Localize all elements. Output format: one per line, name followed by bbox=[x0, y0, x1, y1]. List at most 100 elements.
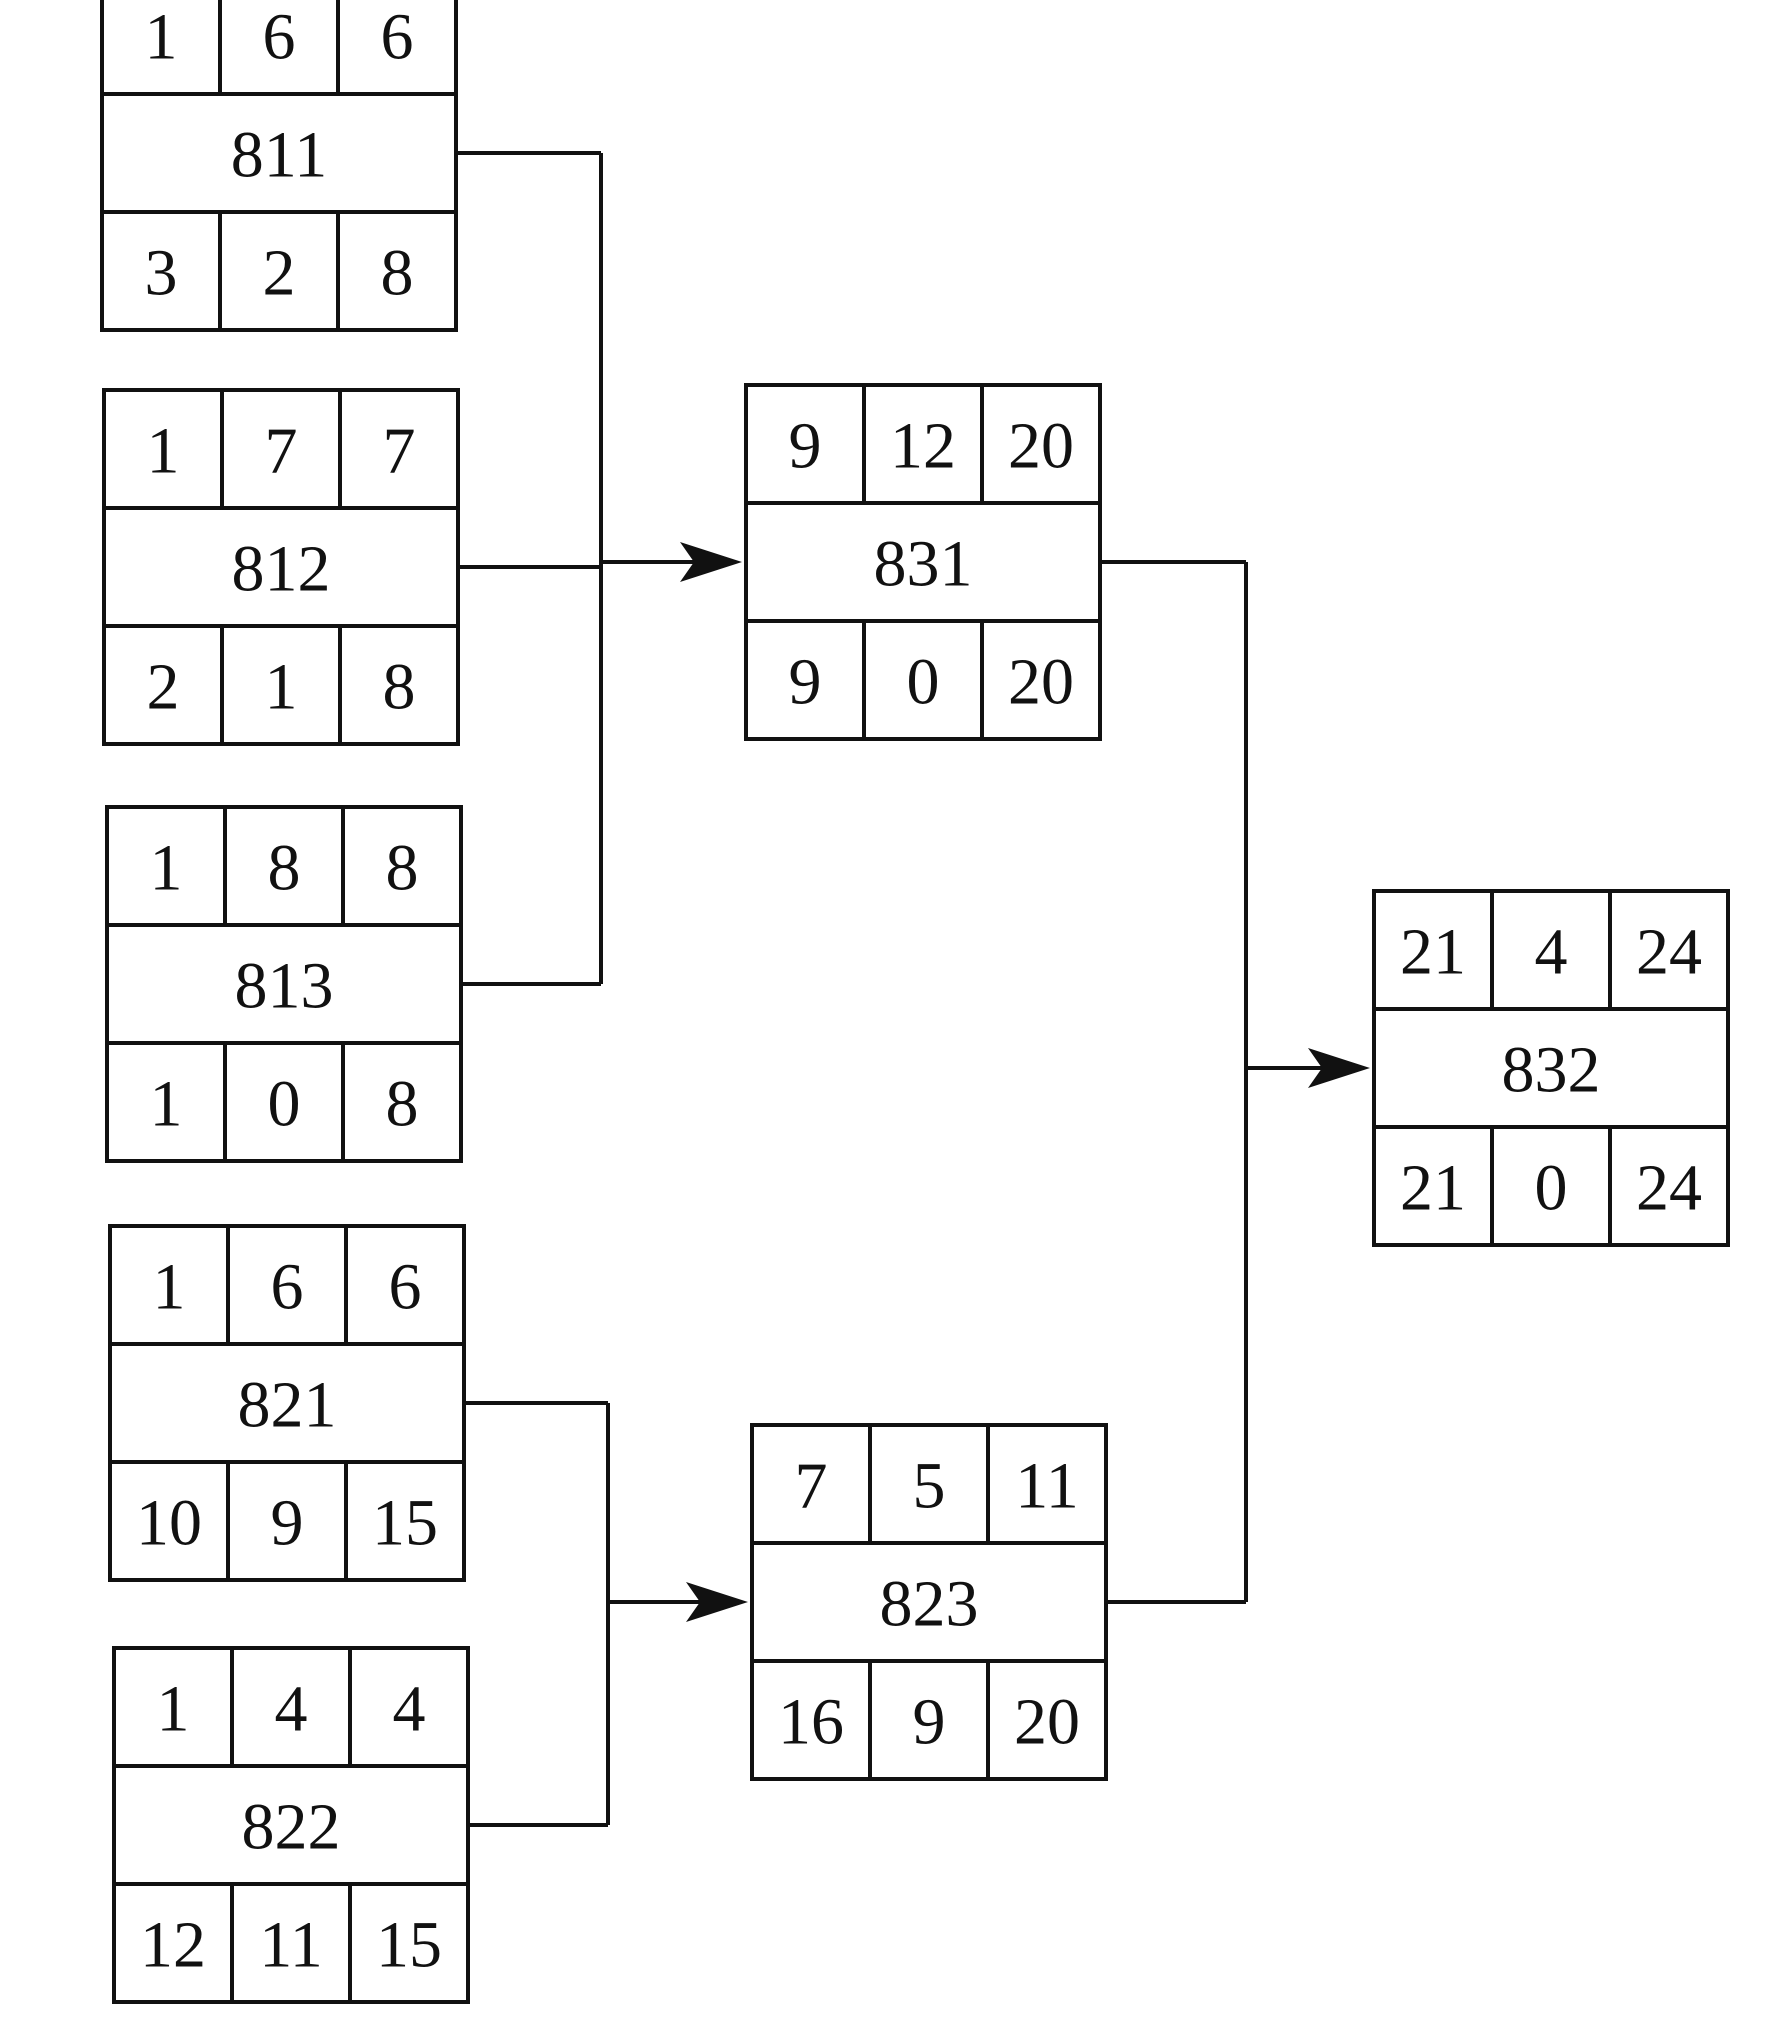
node-811: 1 6 6 811 3 2 8 bbox=[100, 0, 458, 332]
node-813-top-2-box bbox=[341, 805, 463, 927]
node-832-top-0-box bbox=[1372, 889, 1494, 1011]
node-822-label: 822 bbox=[242, 1791, 341, 1864]
node-832-top-1: 4 bbox=[1535, 916, 1568, 989]
node-832-bottom-0-box bbox=[1372, 1125, 1494, 1247]
node-813-bottom-2: 8 bbox=[386, 1068, 419, 1141]
arrowhead-icon bbox=[686, 1582, 748, 1622]
node-831-bottom-1-box bbox=[862, 619, 984, 741]
node-821-label: 821 bbox=[238, 1369, 337, 1442]
node-832-label-box bbox=[1372, 1007, 1730, 1129]
node-821-bottom-1: 9 bbox=[271, 1487, 304, 1560]
node-812-bottom-1: 1 bbox=[265, 651, 298, 724]
node-832-top-2: 24 bbox=[1636, 916, 1702, 989]
node-832-bottom-1-box bbox=[1490, 1125, 1612, 1247]
node-822-top-0: 1 bbox=[157, 1673, 190, 1746]
node-832-bottom-2: 24 bbox=[1636, 1152, 1702, 1225]
node-821: 1 6 6 821 10 9 15 bbox=[108, 1224, 466, 1582]
node-822-top-1: 4 bbox=[275, 1673, 308, 1746]
node-821-top-0: 1 bbox=[153, 1251, 186, 1324]
node-813-bottom-2-box bbox=[341, 1041, 463, 1163]
node-823-top-2-box bbox=[986, 1423, 1108, 1545]
node-822-top-2-box bbox=[348, 1646, 470, 1768]
node-831-top-1: 12 bbox=[890, 410, 956, 483]
node-822-bottom-0: 12 bbox=[140, 1909, 206, 1982]
node-811-top-2-box bbox=[336, 0, 458, 96]
node-823-bottom-2-box bbox=[986, 1659, 1108, 1781]
node-812-top-1-box bbox=[220, 388, 342, 510]
node-812-label: 812 bbox=[232, 533, 331, 606]
node-822-label-box bbox=[112, 1764, 470, 1886]
node-811-top-1: 6 bbox=[263, 1, 296, 74]
node-831-top-2: 20 bbox=[1008, 410, 1074, 483]
node-821-bottom-0: 10 bbox=[136, 1487, 202, 1560]
node-821-top-2-box bbox=[344, 1224, 466, 1346]
node-831-bottom-0: 9 bbox=[789, 646, 822, 719]
node-812-bottom-2: 8 bbox=[383, 651, 416, 724]
connector-to-832 bbox=[1100, 560, 1370, 1604]
node-811-bottom-0-box bbox=[100, 210, 222, 332]
node-821-top-2: 6 bbox=[389, 1251, 422, 1324]
node-831-bottom-1: 0 bbox=[907, 646, 940, 719]
node-813-bottom-1: 0 bbox=[268, 1068, 301, 1141]
node-823-bottom-0: 16 bbox=[778, 1686, 844, 1759]
node-832-bottom-2-box bbox=[1608, 1125, 1730, 1247]
node-813-label-box bbox=[105, 923, 463, 1045]
node-831-top-0: 9 bbox=[789, 410, 822, 483]
node-813-top-2: 8 bbox=[386, 832, 419, 905]
node-821-top-1-box bbox=[226, 1224, 348, 1346]
node-811-bottom-1-box bbox=[218, 210, 340, 332]
node-821-bottom-1-box bbox=[226, 1460, 348, 1582]
node-822-bottom-0-box bbox=[112, 1882, 234, 2004]
node-821-bottom-2-box bbox=[344, 1460, 466, 1582]
node-812-bottom-1-box bbox=[220, 624, 342, 746]
node-812-top-1: 7 bbox=[265, 415, 298, 488]
node-811-bottom-1: 2 bbox=[263, 237, 296, 310]
node-822-bottom-2: 15 bbox=[376, 1909, 442, 1982]
node-821-top-1: 6 bbox=[271, 1251, 304, 1324]
node-832-top-2-box bbox=[1608, 889, 1730, 1011]
node-823-bottom-2: 20 bbox=[1014, 1686, 1080, 1759]
node-823-top-1: 5 bbox=[913, 1450, 946, 1523]
node-822-bottom-1: 11 bbox=[259, 1909, 323, 1982]
arrowhead-icon bbox=[680, 542, 742, 582]
node-813-bottom-0-box bbox=[105, 1041, 227, 1163]
node-831-top-2-box bbox=[980, 383, 1102, 505]
node-811-label-box bbox=[100, 92, 458, 214]
node-812: 1 7 7 812 2 1 8 bbox=[102, 388, 460, 746]
node-811-top-0-box bbox=[100, 0, 222, 96]
node-831-label-box bbox=[744, 501, 1102, 623]
node-812-top-2: 7 bbox=[383, 415, 416, 488]
node-831-bottom-2-box bbox=[980, 619, 1102, 741]
node-832-top-0: 21 bbox=[1400, 916, 1466, 989]
node-821-bottom-2: 15 bbox=[372, 1487, 438, 1560]
node-811-top-2: 6 bbox=[381, 1, 414, 74]
connector-to-823 bbox=[464, 1401, 748, 1827]
node-811-label: 811 bbox=[231, 119, 328, 192]
node-832-bottom-0: 21 bbox=[1400, 1152, 1466, 1225]
node-813-top-0: 1 bbox=[150, 832, 183, 905]
node-831: 9 12 20 831 9 0 20 bbox=[744, 383, 1102, 741]
node-831-label: 831 bbox=[874, 528, 973, 601]
node-813-label: 813 bbox=[235, 950, 334, 1023]
node-812-label-box bbox=[102, 506, 460, 628]
node-811-top-0: 1 bbox=[145, 1, 178, 74]
node-812-bottom-0-box bbox=[102, 624, 224, 746]
node-812-top-0: 1 bbox=[147, 415, 180, 488]
node-822-top-1-box bbox=[230, 1646, 352, 1768]
node-832-bottom-1: 0 bbox=[1535, 1152, 1568, 1225]
node-823-top-0: 7 bbox=[795, 1450, 828, 1523]
connector-to-831 bbox=[456, 151, 742, 986]
node-822-bottom-2-box bbox=[348, 1882, 470, 2004]
arrowhead-icon bbox=[1308, 1048, 1370, 1088]
node-831-bottom-2: 20 bbox=[1008, 646, 1074, 719]
node-823-bottom-1: 9 bbox=[913, 1686, 946, 1759]
node-811-bottom-0: 3 bbox=[145, 237, 178, 310]
node-811-bottom-2: 8 bbox=[381, 237, 414, 310]
node-813-bottom-0: 1 bbox=[150, 1068, 183, 1141]
node-812-bottom-0: 2 bbox=[147, 651, 180, 724]
node-823-label: 823 bbox=[880, 1568, 979, 1641]
